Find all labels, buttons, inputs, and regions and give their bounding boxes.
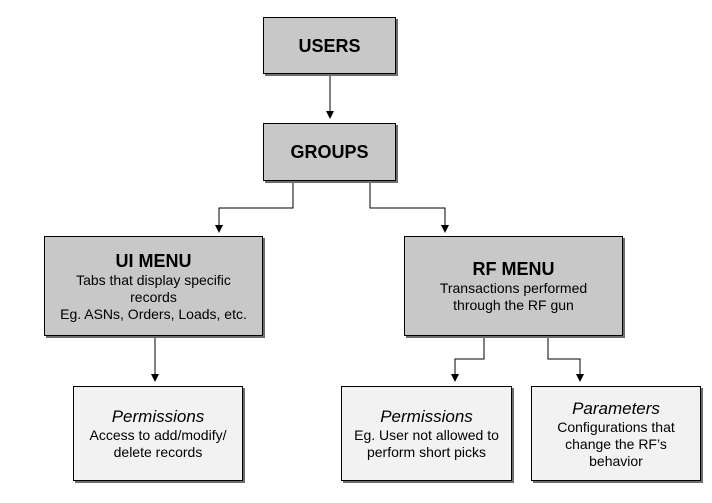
- ui-menu-node-description: Tabs that display specific records Eg. A…: [60, 272, 247, 323]
- groups-node-title: GROUPS: [290, 142, 369, 162]
- users-node-title: USERS: [298, 35, 361, 56]
- rf-parameters-node-title: Parameters: [572, 398, 660, 418]
- rf-parameters-node-description: Configurations that change the RF’s beha…: [557, 419, 675, 470]
- ui-permissions-desc-line: Access to add/modify/: [89, 427, 227, 443]
- ui-menu-desc-line: Tabs that display specific: [76, 271, 231, 288]
- rf-menu-node-description: Transactions performed through the RF gu…: [440, 280, 587, 314]
- rf-menu-node: RF MENU Transactions performed through t…: [404, 236, 623, 336]
- arrow-rf-menu-to-parameters: [547, 336, 584, 382]
- ui-menu-node-title: UI MENU: [115, 250, 192, 271]
- ui-permissions-desc-line: delete records: [113, 444, 203, 460]
- arrow-rf-menu-to-permissions: [451, 336, 485, 382]
- ui-permissions-node-title: Permissions: [111, 407, 205, 426]
- rf-menu-desc-line: through the RF gun: [453, 297, 574, 313]
- rf-menu-node-title: RF MENU: [472, 259, 555, 279]
- users-node: USERS: [263, 17, 396, 74]
- arrow-groups-to-ui-menu: [215, 181, 294, 233]
- rf-permissions-desc-line: Eg. User not allowed to: [354, 427, 499, 443]
- arrow-groups-to-rf-menu: [369, 181, 449, 233]
- ui-permissions-node: Permissions Access to add/modify/ delete…: [73, 386, 243, 481]
- ui-menu-desc-line: records: [130, 288, 177, 305]
- groups-node: GROUPS: [263, 123, 396, 181]
- rf-permissions-node-title: Permissions: [380, 407, 473, 426]
- ui-menu-desc-line: Eg. ASNs, Orders, Loads, etc.: [60, 305, 247, 322]
- rf-parameters-desc-line: change the RF’s: [565, 435, 667, 452]
- rf-menu-desc-line: Transactions performed: [439, 280, 588, 296]
- rf-parameters-node: Parameters Configurations that change th…: [531, 386, 701, 481]
- rf-permissions-desc-line: perform short picks: [366, 444, 487, 460]
- rf-permissions-node: Permissions Eg. User not allowed to perf…: [341, 386, 512, 481]
- ui-menu-node: UI MENU Tabs that display specific recor…: [44, 236, 263, 336]
- rf-parameters-desc-line: Configurations that: [557, 418, 675, 435]
- rf-permissions-node-description: Eg. User not allowed to perform short pi…: [354, 427, 499, 461]
- ui-permissions-node-description: Access to add/modify/ delete records: [90, 427, 227, 461]
- rf-parameters-desc-line: behavior: [589, 452, 643, 469]
